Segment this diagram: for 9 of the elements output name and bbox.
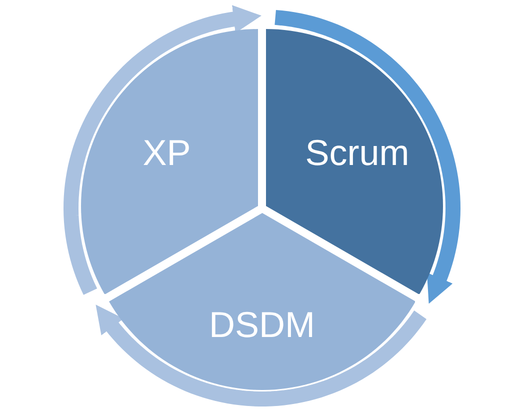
cycle-arrow xyxy=(96,304,426,406)
pie-sector xyxy=(108,213,416,390)
sector-label: XP xyxy=(142,132,191,174)
cycle-arrow xyxy=(274,10,460,304)
sector-label: Scrum xyxy=(305,132,410,174)
sector-label: DSDM xyxy=(208,304,315,346)
pie-sector xyxy=(80,28,258,294)
cycle-arrow xyxy=(64,5,262,295)
pie-sector xyxy=(266,28,444,294)
